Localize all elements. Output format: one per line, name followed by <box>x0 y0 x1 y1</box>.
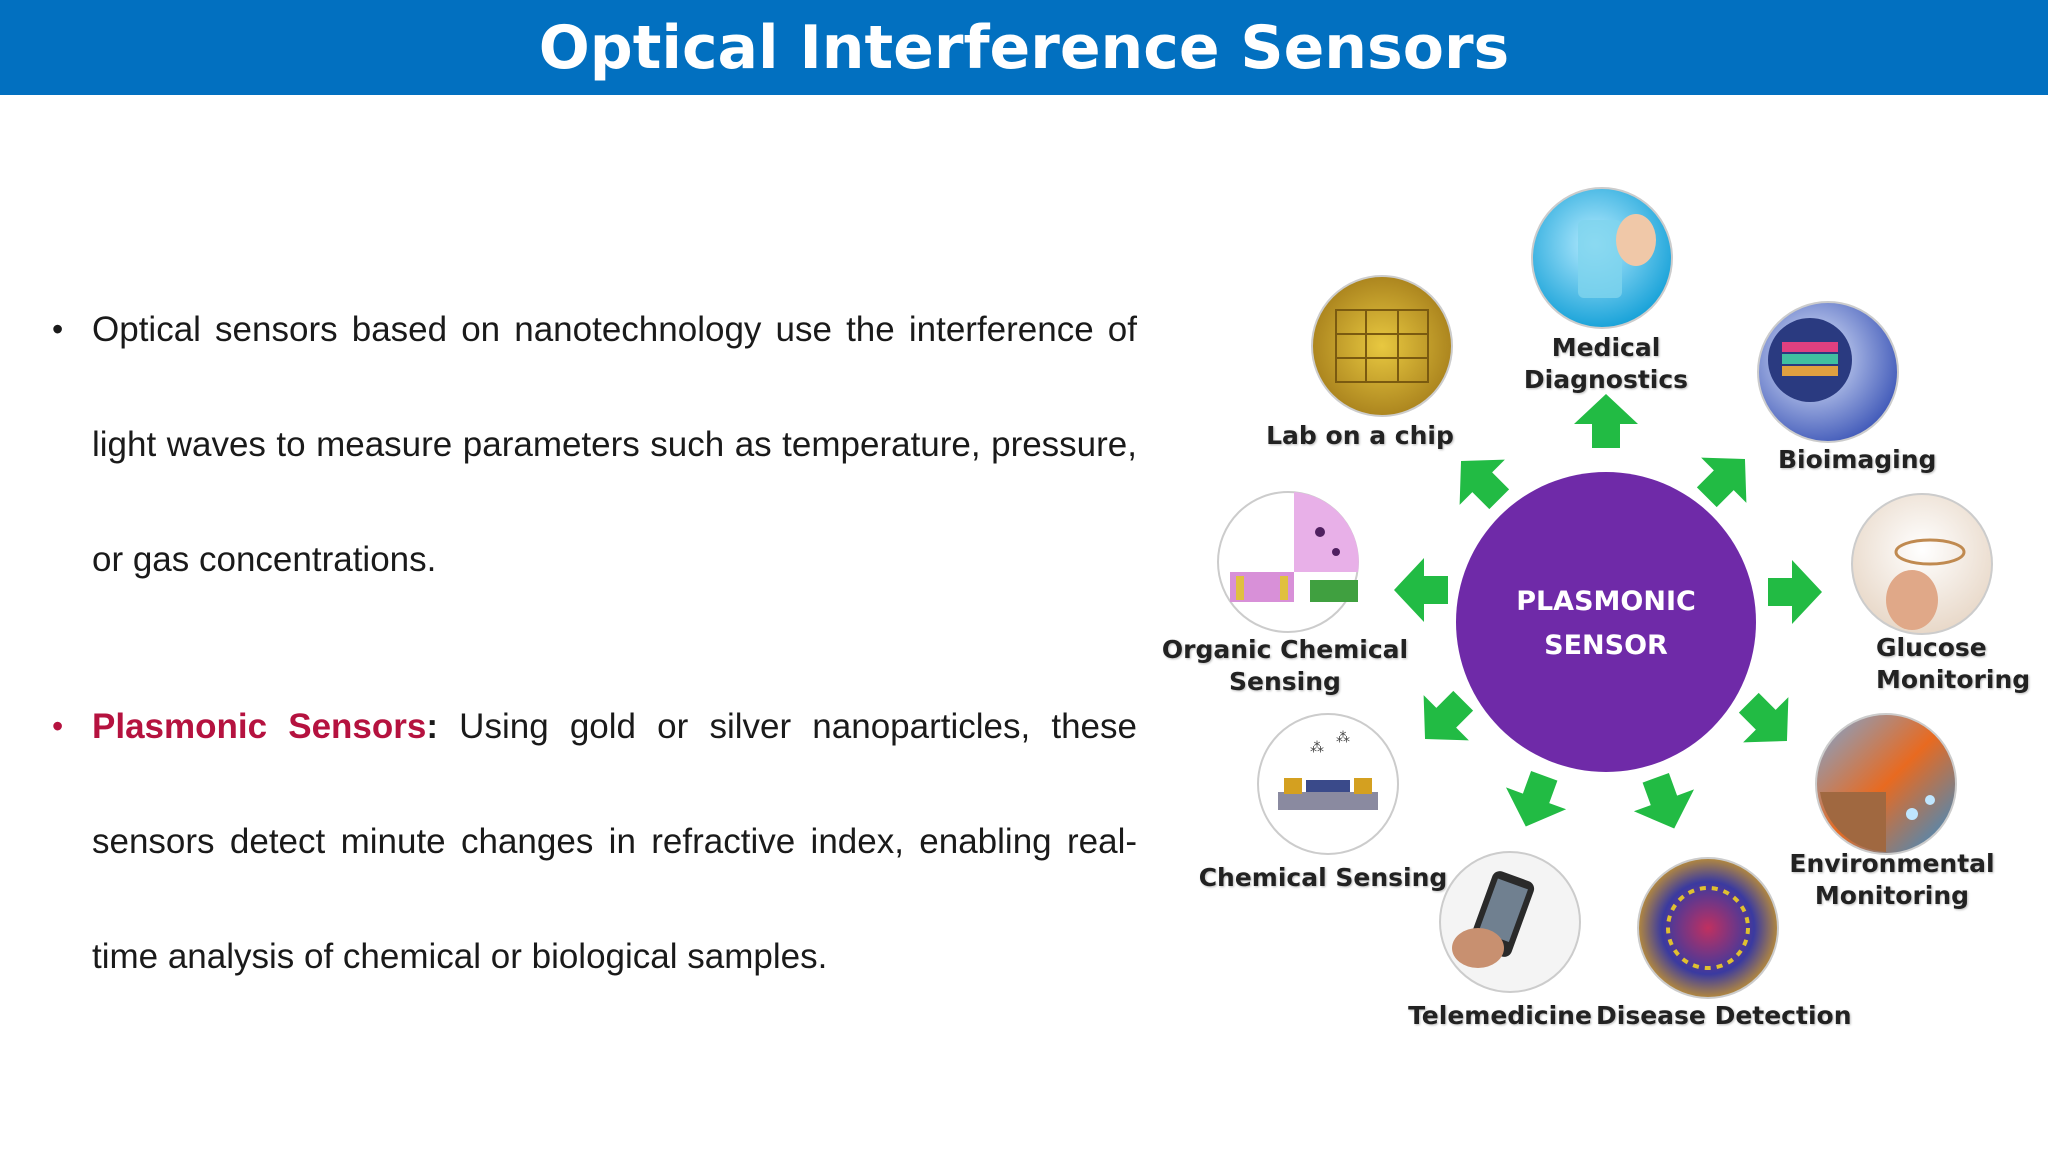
label-environmental-monitoring: Environmental Monitoring <box>1782 848 2002 912</box>
center-circle <box>1456 472 1756 772</box>
center-label-line1: PLASMONIC <box>1516 586 1696 617</box>
label-medical-diagnostics: Medical Diagnostics <box>1506 332 1706 396</box>
label-bioimaging: Bioimaging <box>1778 444 1978 476</box>
label-lab-on-a-chip: Lab on a chip <box>1260 420 1460 452</box>
environmental-monitoring-image <box>1815 713 1957 855</box>
title-bar: Optical Interference Sensors <box>0 0 2048 95</box>
label-disease-detection: Disease Detection <box>1596 1000 1852 1032</box>
label-line: Lab on a chip <box>1266 421 1454 450</box>
label-line: Sensing <box>1229 667 1341 696</box>
bullet-text: Using gold or silver nanoparticles, thes… <box>92 707 1137 976</box>
arrow-icon <box>1505 771 1567 827</box>
telemedicine-image <box>1439 851 1581 993</box>
bullet-dot: • <box>52 708 64 744</box>
center-label-line2: SENSOR <box>1544 630 1668 661</box>
slide-title: Optical Interference Sensors <box>538 12 1510 83</box>
colon: : <box>426 707 439 746</box>
label-line: Bioimaging <box>1778 445 1937 474</box>
highlight-term: Plasmonic Sensors <box>92 707 427 746</box>
label-line: Diagnostics <box>1523 365 1689 394</box>
lab-on-a-chip-image <box>1311 275 1453 417</box>
label-line: Organic Chemical <box>1161 635 1409 664</box>
arrow-icon <box>1394 558 1448 622</box>
label-chemical-sensing: Chemical Sensing <box>1198 862 1448 894</box>
bullet-optical-sensors: • Optical sensors based on nanotechnolog… <box>52 272 1137 617</box>
arrow-icon <box>1738 692 1789 743</box>
bullet-dot: • <box>52 311 64 347</box>
bullet-text: Optical sensors based on nanotechnology … <box>92 310 1137 579</box>
disease-detection-image <box>1637 857 1779 999</box>
arrow-icon <box>1423 690 1474 741</box>
arrow-icon <box>1459 459 1510 510</box>
label-line: Environmental <box>1789 849 1995 878</box>
label-line: Monitoring <box>1814 881 1970 910</box>
label-line: Glucose <box>1876 633 1987 662</box>
arrow-icon <box>1696 457 1747 508</box>
medical-diagnostics-image <box>1531 187 1673 329</box>
label-line: Monitoring <box>1876 665 2031 694</box>
label-line: Telemedicine <box>1408 1001 1592 1030</box>
arrow-icon <box>1768 560 1822 624</box>
arrow-icon <box>1633 773 1695 829</box>
label-line: Medical <box>1551 333 1661 362</box>
arrow-icon <box>1574 394 1638 448</box>
svg-text:⁂: ⁂ <box>1336 730 1350 746</box>
bullet-plasmonic-sensors: • Plasmonic Sensors: Using gold or silve… <box>52 669 1137 1014</box>
glucose-monitoring-image <box>1851 493 1993 635</box>
chemical-sensing-image: ⁂ ⁂ <box>1257 713 1399 855</box>
label-telemedicine: Telemedicine <box>1400 1000 1600 1032</box>
text-area: • Optical sensors based on nanotechnolog… <box>52 272 1137 1014</box>
bioimaging-image <box>1757 301 1899 443</box>
svg-text:⁂: ⁂ <box>1310 740 1324 756</box>
center-label: PLASMONIC SENSOR <box>1456 580 1756 668</box>
organic-chemical-sensing-image <box>1217 491 1359 633</box>
label-glucose-monitoring: Glucose Monitoring <box>1876 632 2031 696</box>
label-line: Chemical Sensing <box>1198 863 1448 892</box>
label-line: Disease Detection <box>1596 1001 1852 1030</box>
plasmonic-sensor-diagram: ⁂ ⁂ PLASMONIC SENSOR Medical Diagnostics <box>1160 180 2031 1060</box>
label-organic-chemical-sensing: Organic Chemical Sensing <box>1160 634 1410 698</box>
arrows <box>1394 394 1822 829</box>
